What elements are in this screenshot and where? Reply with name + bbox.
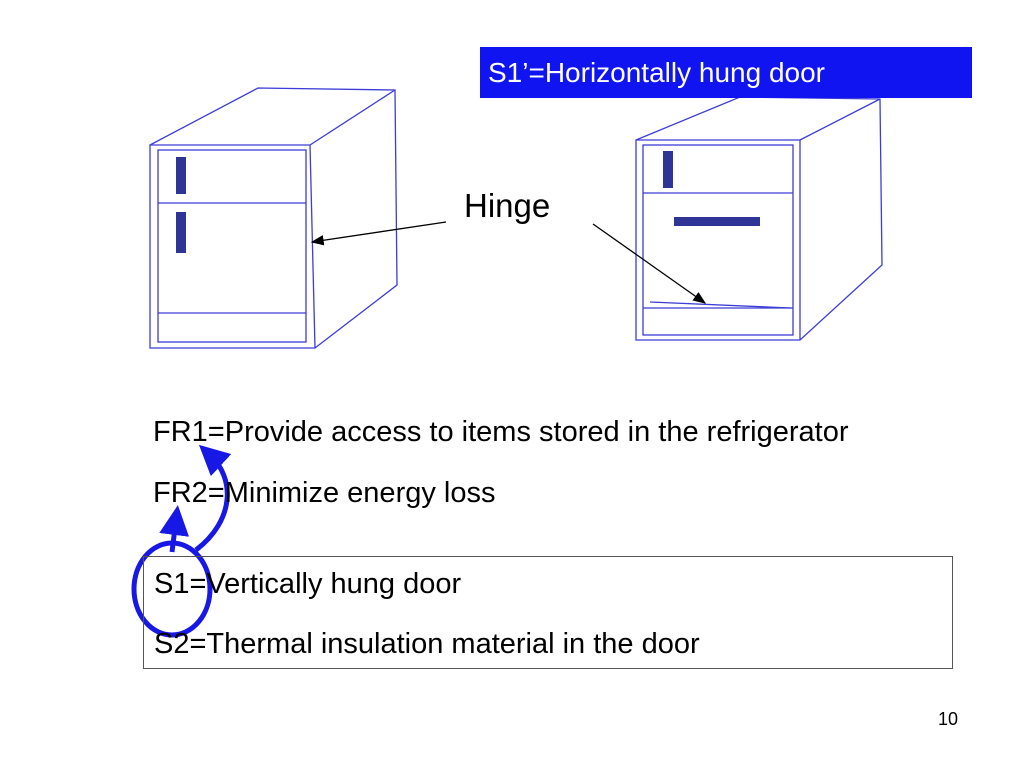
hinge-line (649, 301, 792, 309)
design-parameters-box: S1=Vertically hung door S2=Thermal insul… (143, 556, 953, 669)
freezer-handle (176, 157, 186, 194)
hinge-label: Hinge (464, 187, 551, 224)
refrigerator-horizontal-door (635, 96, 883, 341)
fridge-handle (176, 212, 186, 253)
fridge-door-panel (157, 149, 307, 343)
freezer-handle-2 (663, 151, 673, 188)
fridge-door-panel-2 (642, 144, 794, 336)
hinge-arrow-left (310, 221, 447, 246)
hinge-arrow-right (592, 223, 707, 304)
s1-to-fr1-arrow (194, 444, 232, 552)
s1-text: S1=Vertically hung door (154, 568, 462, 600)
horizontal-handle (674, 217, 760, 226)
slide-number: 10 (938, 709, 959, 729)
s1-to-fr2-arrow (159, 505, 190, 553)
fridge-body-outline (149, 87, 398, 349)
s1-prime-callout: S1’=Horizontally hung door (480, 47, 972, 98)
refrigerator-vertical-door (149, 87, 398, 349)
fr1-text: FR1=Provide access to items stored in th… (153, 416, 849, 448)
s2-text: S2=Thermal insulation material in the do… (154, 628, 700, 660)
fr2-text: FR2=Minimize energy loss (153, 477, 496, 509)
